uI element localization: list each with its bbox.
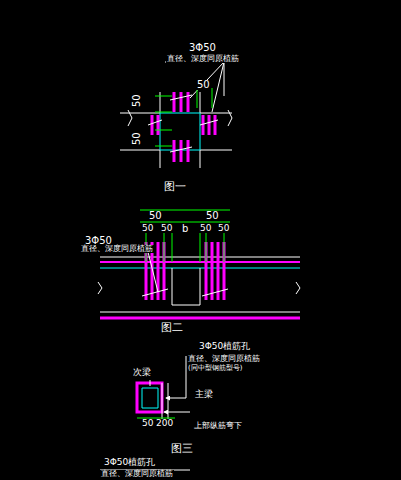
- hole-spec: 3Φ50植筋孔: [103, 458, 156, 467]
- dimension: 50: [132, 93, 142, 108]
- figure-caption: 图一: [163, 181, 187, 192]
- figure-caption: 图三: [170, 443, 194, 454]
- dimension: 50: [141, 419, 154, 428]
- note-text: 直径、深度同原植筋: [80, 245, 154, 253]
- dimension: 50: [199, 224, 212, 233]
- hole-spec: 3Φ50植筋孔: [198, 342, 251, 351]
- note-text: 直径、深度同原植筋: [187, 355, 261, 363]
- note-text: 直径、深度同原植筋: [100, 470, 174, 478]
- beam-label: 次梁: [132, 368, 152, 377]
- dimension: 50: [148, 211, 163, 221]
- note-text: 直径、深度同原植筋: [166, 55, 240, 63]
- dimension: 50: [217, 224, 230, 233]
- figure-caption: 图二: [160, 322, 184, 333]
- dimension-label: b: [181, 224, 189, 234]
- beam-label: 主梁: [194, 390, 214, 399]
- dimension: 200: [155, 419, 174, 428]
- dimension: 50: [205, 211, 220, 221]
- rebar-spec: 3Φ50: [188, 43, 217, 53]
- dimension: 50: [196, 80, 211, 90]
- note-text: (同中型钢筋型号): [187, 365, 243, 372]
- dimension: 50: [160, 224, 173, 233]
- dimension: 50: [141, 224, 154, 233]
- dimension: 50: [132, 131, 142, 146]
- note-text: 上部纵筋弯下: [193, 422, 243, 430]
